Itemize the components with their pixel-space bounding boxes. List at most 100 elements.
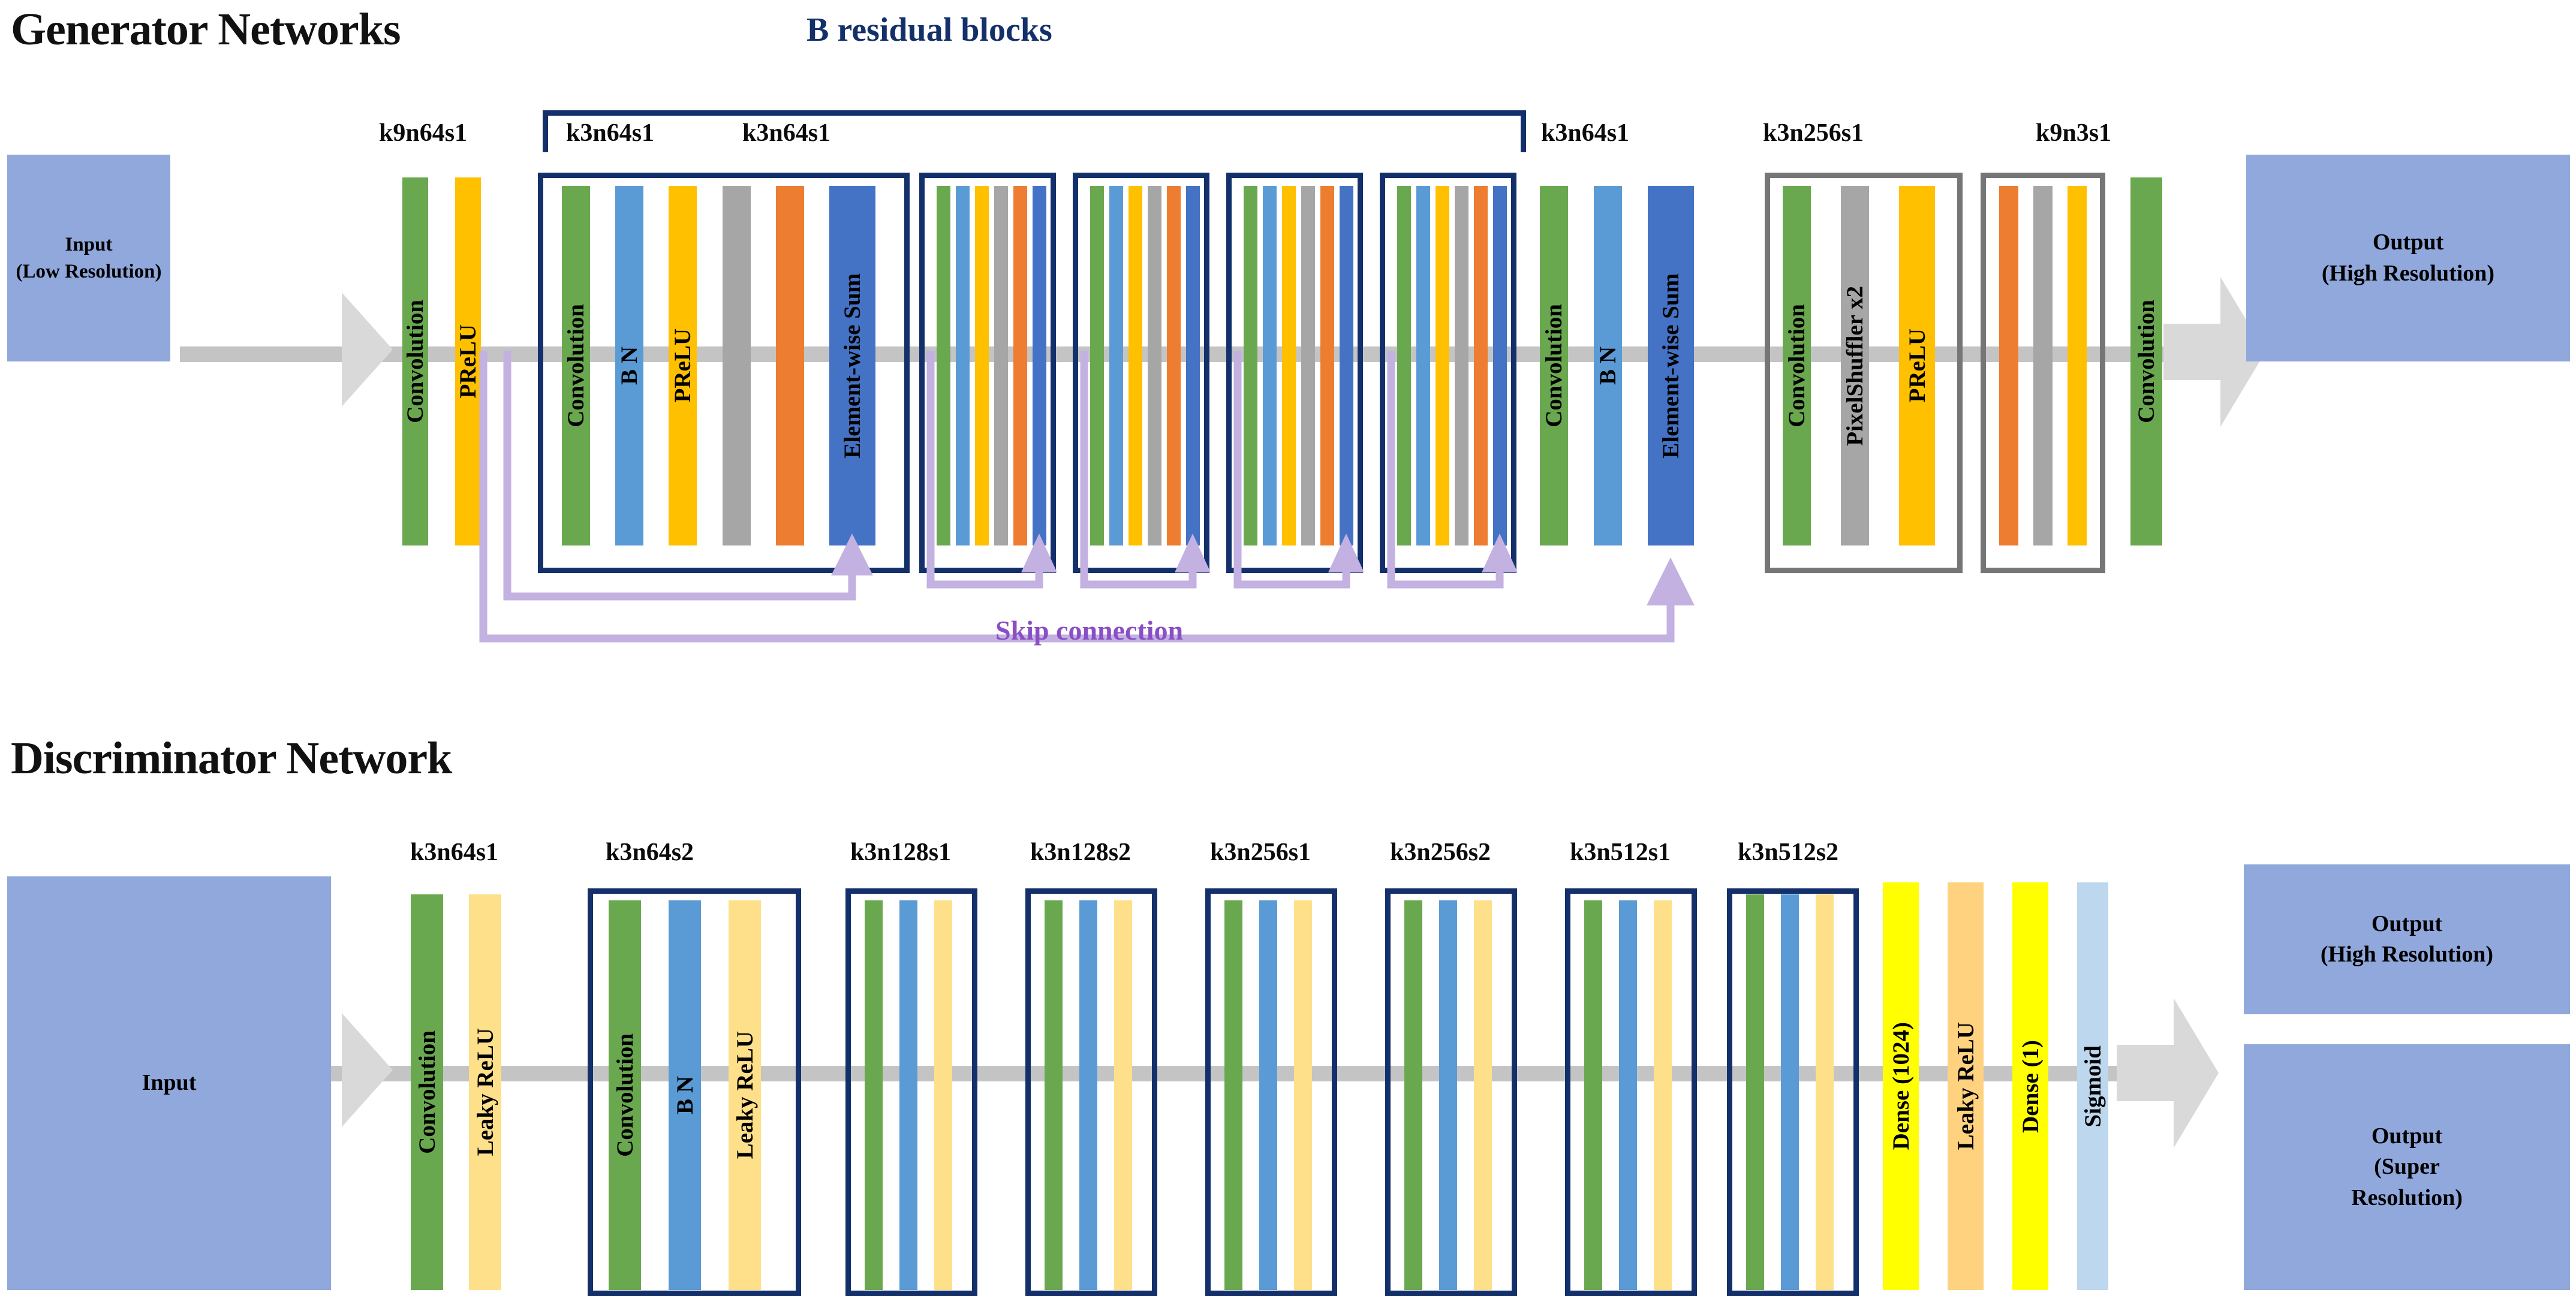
generator-post-elementwise-sum: Element-wise Sum [1648, 186, 1694, 545]
discriminator-kcap-5: k3n256s2 [1390, 839, 1491, 866]
generator-input-box: Input (Low Resolution) [7, 155, 170, 361]
generator-res5-bar-2 [1436, 186, 1449, 545]
generator-tail-convolution-label: Convolution [2133, 300, 2159, 423]
generator-res4-bar-3 [1301, 186, 1315, 545]
generator-res4-bar-2 [1282, 186, 1296, 545]
generator-res2-bar-5 [1033, 186, 1046, 545]
discriminator-kcap-2: k3n128s1 [850, 839, 952, 866]
discriminator-b1-leakyrelu-label: Leaky ReLU [732, 1031, 758, 1159]
discriminator-b2-bar-1 [899, 900, 917, 1290]
discriminator-b7-bar-2 [1816, 894, 1834, 1290]
discriminator-kcap-0: k3n64s1 [410, 839, 499, 866]
discriminator-title: Discriminator Network [11, 733, 452, 783]
discriminator-b3-bar-2 [1114, 900, 1132, 1290]
discriminator-kcap-6: k3n512s1 [1570, 839, 1671, 866]
discriminator-output-sr-line2: (Super [2374, 1154, 2440, 1180]
discriminator-output-hr-box: Output (High Resolution) [2244, 864, 2570, 1014]
generator-kcap-5: k9n3s1 [2036, 119, 2112, 147]
b-residual-blocks-bracket [543, 110, 1526, 152]
generator-res1-batchnorm: B N [615, 186, 643, 545]
generator-tail-convolution: Convolution [2130, 177, 2162, 545]
generator-up1-pixelshuffler: PixelShuffler x2 [1841, 186, 1869, 545]
generator-up1-prelu: PReLU [1899, 186, 1935, 545]
generator-post-batchnorm-label: B N [1595, 346, 1621, 385]
discriminator-output-sr-line1: Output [2371, 1123, 2443, 1149]
generator-res3-bar-3 [1148, 186, 1161, 545]
discriminator-dense-1: Dense (1) [2012, 882, 2048, 1290]
discriminator-sigmoid-label: Sigmoid [2080, 1045, 2106, 1128]
generator-res5-bar-5 [1493, 186, 1507, 545]
generator-up1-convolution: Convolution [1783, 186, 1811, 545]
generator-kcap-3: k3n64s1 [1541, 119, 1630, 147]
generator-layer-prelu-label: PReLU [455, 324, 481, 399]
generator-title: Generator Networks [11, 4, 401, 55]
generator-res5-bar-1 [1416, 186, 1430, 545]
generator-res1-prelu-label: PReLU [670, 328, 696, 403]
generator-kcap-2: k3n64s1 [742, 119, 831, 147]
generator-res2-bar-0 [937, 186, 950, 545]
generator-layer-convolution: Convolution [402, 177, 428, 545]
generator-res4-bar-1 [1263, 186, 1277, 545]
discriminator-b5-bar-1 [1439, 900, 1457, 1290]
discriminator-b7-bar-0 [1746, 894, 1764, 1290]
generator-input-line1: Input [65, 233, 113, 255]
generator-output-arrow [2163, 277, 2265, 427]
discriminator-b6-bar-2 [1654, 900, 1672, 1290]
discriminator-dense-leakyrelu: Leaky ReLU [1948, 882, 1984, 1290]
discriminator-kcap-4: k3n256s1 [1210, 839, 1311, 866]
generator-res2-bar-4 [1013, 186, 1027, 545]
discriminator-b3-bar-0 [1045, 900, 1063, 1290]
discriminator-dense-leakyrelu-label: Leaky ReLU [1952, 1022, 1979, 1150]
discriminator-input-arrow [342, 1013, 393, 1127]
discriminator-head-leakyrelu: Leaky ReLU [469, 894, 501, 1290]
discriminator-b4-bar-0 [1224, 900, 1242, 1290]
generator-post-convolution-label: Convolution [1541, 304, 1567, 427]
generator-res4-bar-0 [1244, 186, 1257, 545]
discriminator-b3-bar-1 [1079, 900, 1097, 1290]
generator-res4-bar-4 [1320, 186, 1334, 545]
generator-res3-bar-2 [1128, 186, 1142, 545]
generator-res1-convolution-label: Convolution [563, 304, 589, 427]
discriminator-kcap-3: k3n128s2 [1030, 839, 1131, 866]
generator-up1-pixelshuffler-label: PixelShuffler x2 [1842, 285, 1868, 446]
generator-output-line1: Output [2372, 230, 2444, 255]
discriminator-output-sr-box: Output (Super Resolution) [2244, 1044, 2570, 1290]
generator-up2-orange [1999, 186, 2018, 545]
discriminator-input-box: Input [7, 876, 331, 1290]
generator-res3-bar-0 [1090, 186, 1104, 545]
generator-up2-yellow [2068, 186, 2087, 545]
discriminator-head-convolution-label: Convolution [414, 1030, 440, 1154]
generator-res1-elementwise-sum-label: Element-wise Sum [839, 273, 865, 459]
skip-connection-label: Skip connection [995, 615, 1184, 646]
generator-post-elementwise-sum-label: Element-wise Sum [1658, 273, 1684, 459]
generator-res5-bar-0 [1397, 186, 1411, 545]
generator-res1-orange [776, 186, 804, 545]
discriminator-output-sr-line3: Resolution) [2351, 1185, 2463, 1210]
discriminator-head-convolution: Convolution [411, 894, 443, 1290]
generator-up1-prelu-label: PReLU [1904, 328, 1930, 403]
discriminator-b4-bar-1 [1259, 900, 1277, 1290]
generator-res3-bar-5 [1186, 186, 1200, 545]
generator-upsample-block-2-frame [1981, 173, 2105, 573]
discriminator-b5-bar-2 [1474, 900, 1492, 1290]
discriminator-sigmoid: Sigmoid [2077, 882, 2108, 1290]
discriminator-b6-bar-0 [1584, 900, 1602, 1290]
generator-up1-convolution-label: Convolution [1784, 304, 1810, 427]
generator-post-convolution: Convolution [1540, 186, 1568, 545]
generator-res1-elementwise-sum: Element-wise Sum [829, 186, 875, 545]
discriminator-kcap-7: k3n512s2 [1738, 839, 1839, 866]
discriminator-output-hr-line1: Output [2371, 911, 2443, 936]
discriminator-output-hr-line2: (High Resolution) [2320, 942, 2494, 967]
generator-res2-bar-2 [975, 186, 989, 545]
discriminator-b2-bar-2 [934, 900, 952, 1290]
discriminator-b1-batchnorm: B N [669, 900, 701, 1290]
generator-res1-convolution: Convolution [562, 186, 590, 545]
generator-input-line2: (Low Resolution) [16, 260, 162, 282]
discriminator-b5-bar-0 [1404, 900, 1422, 1290]
generator-res5-bar-3 [1455, 186, 1468, 545]
discriminator-b2-bar-0 [865, 900, 883, 1290]
generator-res3-bar-4 [1167, 186, 1181, 545]
generator-layer-prelu: PReLU [455, 177, 481, 545]
generator-res2-bar-3 [994, 186, 1008, 545]
